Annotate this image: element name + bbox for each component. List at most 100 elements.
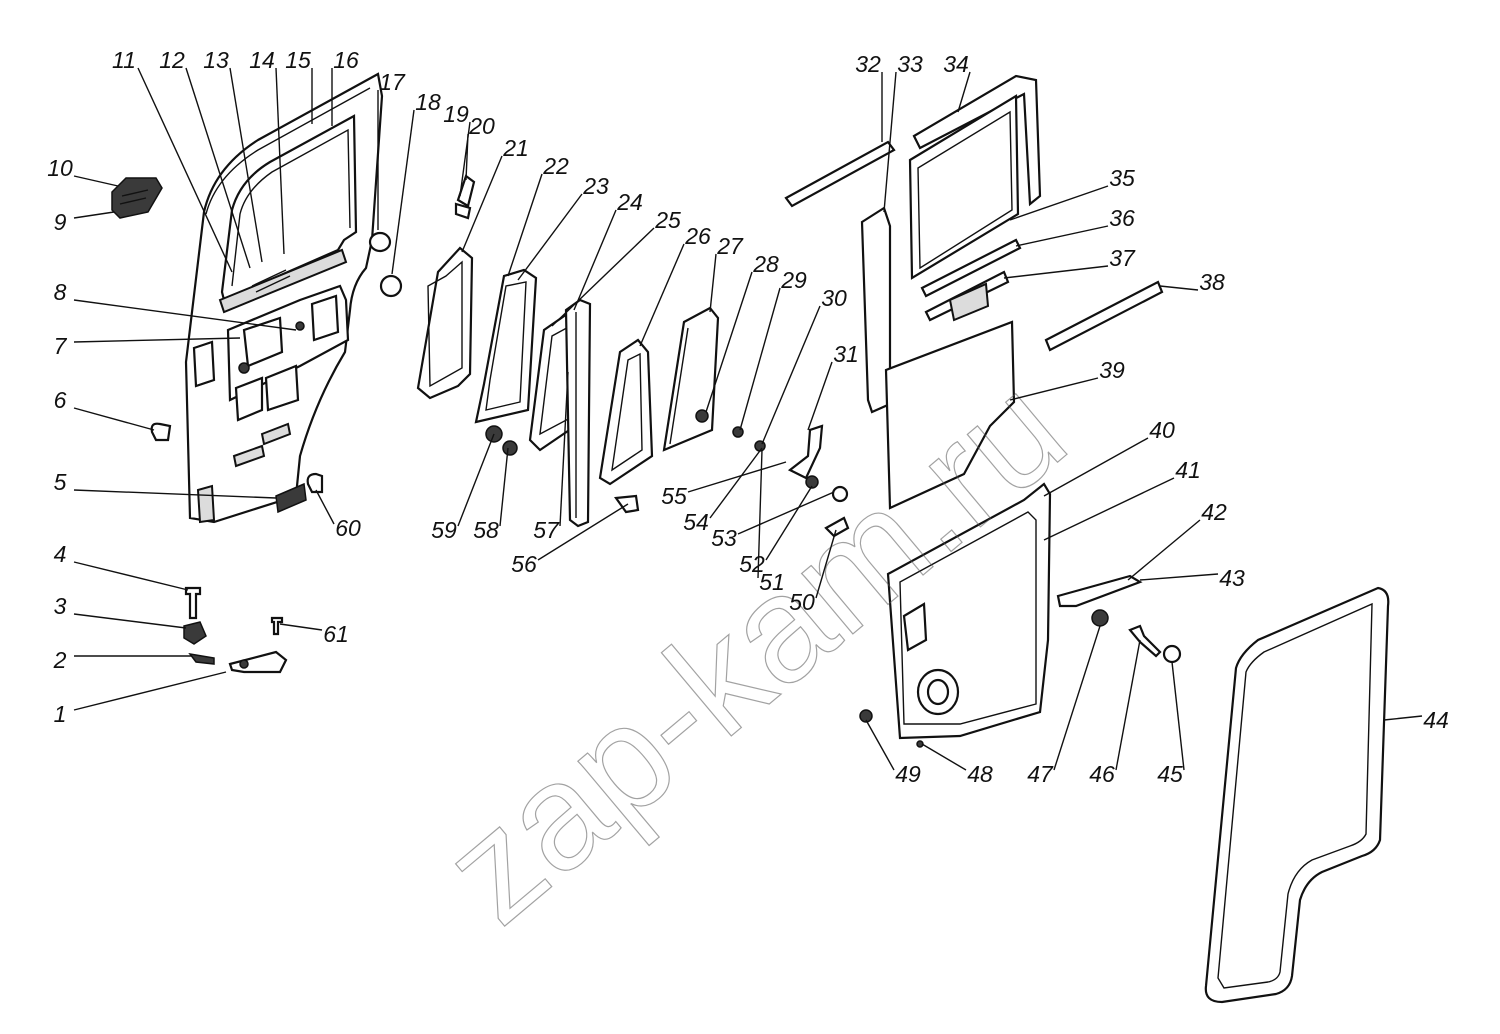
leader-line-7 [73, 337, 241, 343]
leader-line-11 [137, 67, 233, 273]
leader-line-5 [73, 489, 277, 499]
part-label-20: 20 [468, 113, 495, 139]
part-label-23: 23 [582, 173, 609, 199]
part-label-55: 55 [661, 483, 687, 509]
leader-line-52 [765, 485, 813, 561]
leader-line-3 [73, 613, 187, 629]
leader-line-55 [687, 461, 787, 493]
leader-line-60 [315, 489, 335, 525]
part-label-49: 49 [895, 761, 921, 787]
part-label-43: 43 [1219, 565, 1245, 591]
part-label-10: 10 [47, 155, 73, 181]
part-label-24: 24 [616, 189, 643, 215]
leader-line-49 [865, 719, 895, 771]
part-label-36: 36 [1109, 205, 1135, 231]
part-label-11: 11 [112, 47, 136, 73]
part-label-47: 47 [1027, 761, 1054, 787]
leader-line-40 [1043, 437, 1149, 497]
part-label-56: 56 [511, 551, 537, 577]
leader-line-25 [551, 227, 655, 327]
part-label-42: 42 [1201, 499, 1227, 525]
part-label-5: 5 [54, 469, 67, 495]
part-label-2: 2 [53, 647, 67, 673]
part-label-39: 39 [1099, 357, 1125, 383]
part-label-31: 31 [833, 341, 859, 367]
leader-line-50 [815, 529, 837, 599]
leader-line-48 [921, 743, 967, 771]
part-label-27: 27 [716, 233, 744, 259]
leader-line-46 [1115, 639, 1141, 771]
part-label-12: 12 [159, 47, 185, 73]
leader-line-47 [1053, 625, 1101, 771]
part-label-26: 26 [684, 223, 711, 249]
part-label-6: 6 [54, 387, 67, 413]
part-label-41: 41 [1175, 457, 1201, 483]
window-glass-group [754, 74, 1164, 538]
leader-line-28 [705, 271, 753, 413]
part-label-40: 40 [1149, 417, 1175, 443]
leader-line-8 [73, 299, 297, 331]
part-label-51: 51 [759, 569, 785, 595]
part-label-22: 22 [542, 153, 569, 179]
leader-line-34 [957, 71, 971, 113]
leader-line-20 [465, 133, 469, 181]
part-label-1: 1 [54, 701, 67, 727]
leader-line-30 [761, 305, 821, 445]
leader-line-18 [391, 109, 415, 275]
leader-line-31 [807, 361, 833, 431]
leader-line-56 [537, 503, 629, 561]
part-label-35: 35 [1109, 165, 1135, 191]
part-label-19: 19 [443, 101, 469, 127]
leader-line-35 [1009, 185, 1109, 221]
leader-line-33 [883, 71, 897, 213]
part-label-46: 46 [1089, 761, 1115, 787]
part-label-52: 52 [739, 551, 765, 577]
part-label-29: 29 [780, 267, 807, 293]
leader-line-21 [461, 155, 503, 253]
part-label-57: 57 [533, 517, 560, 543]
part-label-4: 4 [54, 541, 67, 567]
leader-line-29 [739, 287, 781, 431]
part-label-25: 25 [654, 207, 681, 233]
part-label-17: 17 [379, 69, 406, 95]
leader-line-24 [573, 209, 617, 311]
leader-lines [73, 67, 1423, 771]
part-label-33: 33 [897, 51, 923, 77]
leader-line-36 [1015, 225, 1109, 247]
part-label-13: 13 [203, 47, 229, 73]
part-label-38: 38 [1199, 269, 1225, 295]
part-label-37: 37 [1109, 245, 1136, 271]
inner-trim-panel [859, 482, 1182, 748]
leader-line-53 [737, 491, 835, 535]
leader-line-43 [1139, 573, 1219, 581]
leader-line-6 [73, 407, 155, 431]
leader-line-12 [185, 67, 251, 269]
leader-line-10 [73, 175, 119, 187]
leader-line-13 [229, 67, 263, 263]
leader-line-42 [1127, 519, 1201, 581]
part-label-21: 21 [502, 135, 529, 161]
part-label-7: 7 [54, 333, 68, 359]
leader-line-37 [1003, 265, 1109, 279]
leader-line-38 [1159, 285, 1199, 291]
part-label-9: 9 [54, 209, 67, 235]
leader-line-58 [499, 447, 509, 527]
leader-line-26 [639, 243, 685, 347]
leader-line-45 [1171, 661, 1185, 771]
part-label-58: 58 [473, 517, 499, 543]
small-hardware [111, 177, 403, 674]
leader-line-23 [517, 193, 583, 281]
part-label-44: 44 [1423, 707, 1449, 733]
part-label-45: 45 [1157, 761, 1183, 787]
leader-line-22 [507, 173, 543, 277]
leader-line-54 [709, 447, 763, 519]
leader-line-41 [1043, 477, 1175, 541]
part-label-3: 3 [54, 593, 67, 619]
door-shell [184, 72, 384, 524]
part-label-50: 50 [789, 589, 815, 615]
part-label-18: 18 [415, 89, 441, 115]
leader-line-4 [73, 561, 189, 591]
